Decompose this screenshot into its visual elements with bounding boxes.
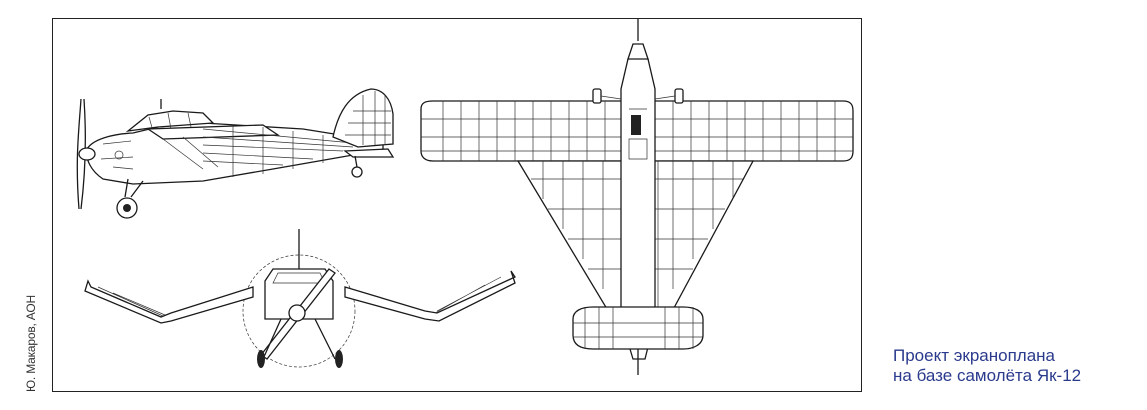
caption-line-1: Проект экраноплана (893, 346, 1056, 365)
front-view (84, 229, 516, 368)
caption-line-2: на базе самолёта Як-12 (893, 366, 1082, 385)
author-credit: Ю. Макаров, АОН (24, 295, 38, 392)
three-view-drawing (76, 19, 854, 375)
figure-caption: Проект экраноплана на базе самолёта Як-1… (893, 346, 1081, 386)
drawing-frame (52, 18, 862, 392)
top-view (420, 19, 854, 375)
side-view (76, 88, 395, 219)
